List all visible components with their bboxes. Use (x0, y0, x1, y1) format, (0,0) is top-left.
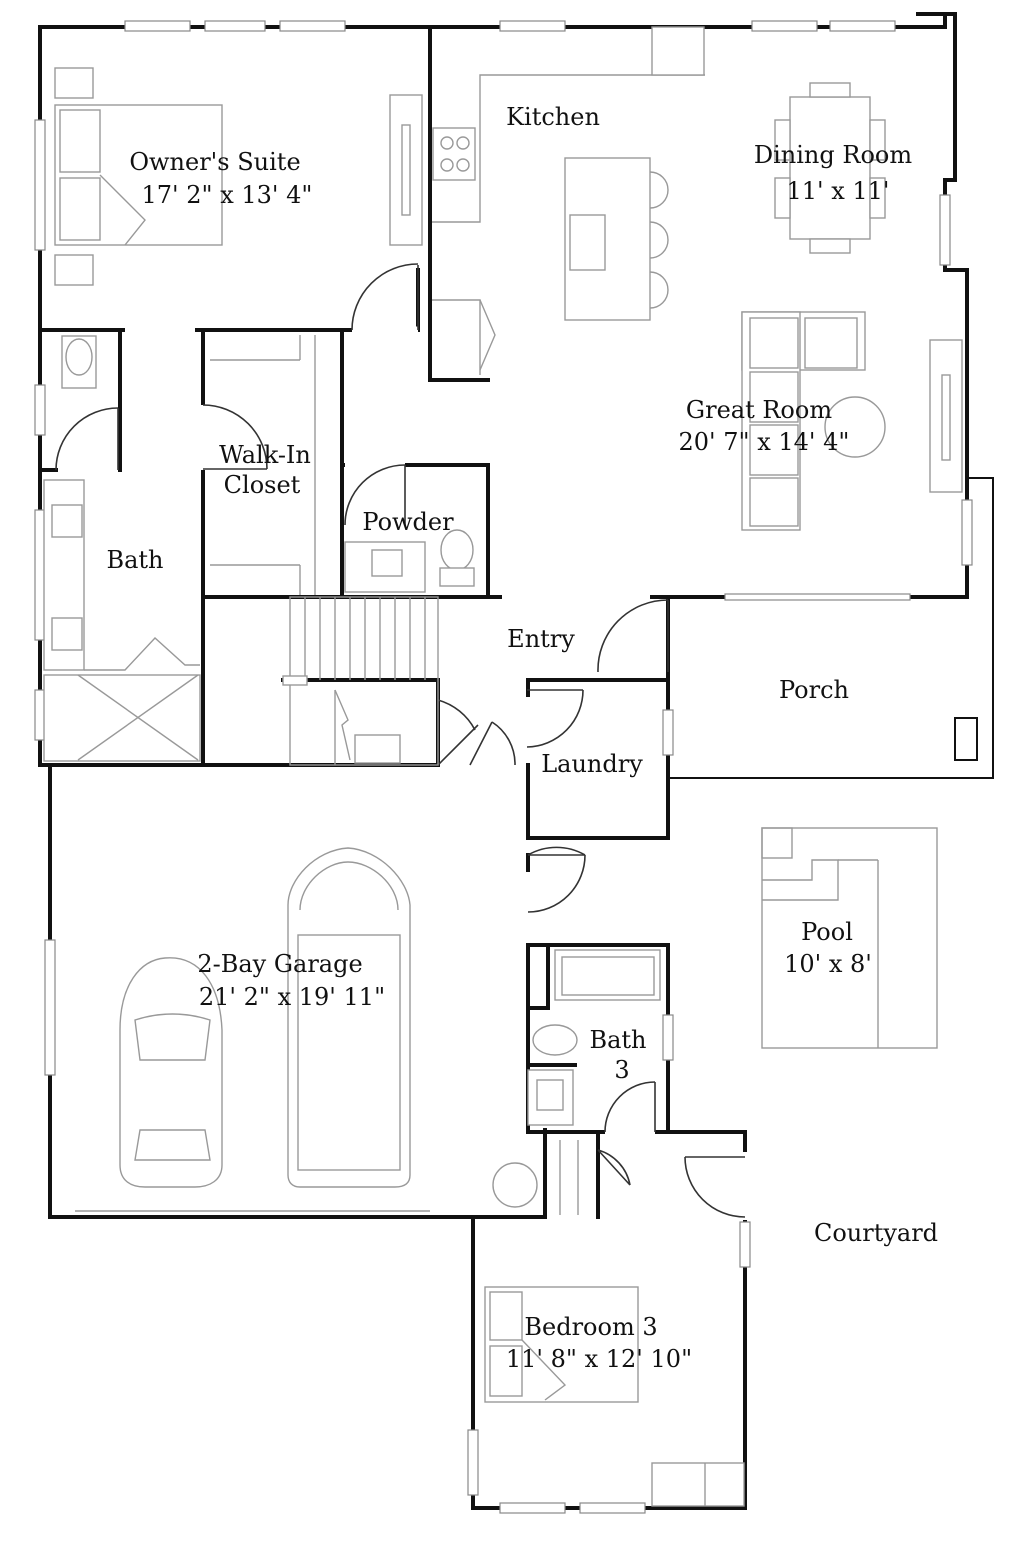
bedroom3-label: Bedroom 3 (524, 1313, 657, 1341)
pool-label: Pool (801, 918, 853, 946)
powder-label: Powder (362, 508, 454, 536)
garage-dims: 21' 2" x 19' 11" (199, 983, 385, 1011)
walk-in-closet-label-line1: Walk-In (219, 441, 311, 469)
bath3-label-line1: Bath (589, 1026, 646, 1054)
owners-suite-label: Owner's Suite (129, 148, 300, 176)
porch-label: Porch (779, 676, 849, 704)
pool-dims: 10' x 8' (784, 950, 872, 978)
laundry-label: Laundry (541, 750, 643, 778)
bath3-label-line2: 3 (614, 1056, 629, 1084)
owners-suite-dims: 17' 2" x 13' 4" (142, 181, 313, 209)
courtyard-label: Courtyard (814, 1219, 938, 1247)
great-room-dims: 20' 7" x 14' 4" (679, 428, 850, 456)
doors (55, 263, 749, 1220)
great-room-label: Great Room (686, 396, 832, 424)
windows (34, 20, 973, 1514)
dining-room-label: Dining Room (754, 141, 912, 169)
garage-label: 2-Bay Garage (197, 950, 362, 978)
furniture (43, 26, 978, 1507)
dining-room-dims: 11' x 11' (786, 177, 889, 205)
entry-label: Entry (507, 625, 575, 653)
walk-in-closet-label-line2: Closet (224, 471, 301, 499)
room-labels: Owner's Suite 17' 2" x 13' 4" Kitchen Di… (106, 103, 938, 1373)
bedroom3-dims: 11' 8" x 12' 10" (506, 1345, 692, 1373)
kitchen-label: Kitchen (506, 103, 600, 131)
bath-label: Bath (106, 546, 163, 574)
